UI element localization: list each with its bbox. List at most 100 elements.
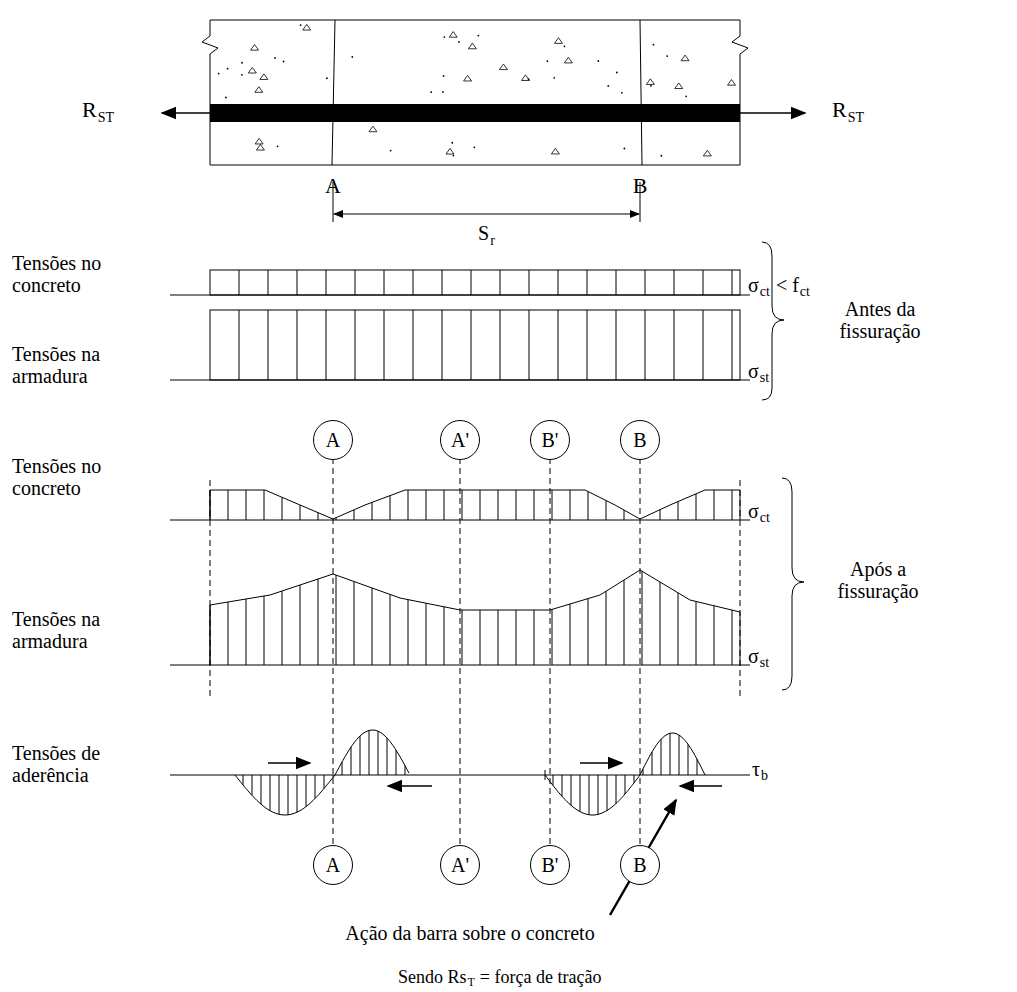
stress-hatch (703, 270, 704, 295)
stress-hatch (616, 310, 617, 380)
stress-hatch (462, 610, 463, 665)
stress-hatch (413, 310, 414, 380)
stress-hatch (670, 733, 671, 775)
stress-hatch (282, 591, 283, 665)
stress-hatch (342, 762, 343, 775)
aggregate (473, 146, 475, 148)
stress-hatch (616, 270, 617, 295)
stress-hatch (598, 775, 599, 814)
label: ct (800, 284, 810, 299)
stress-hatch (616, 775, 617, 804)
aggregate (443, 36, 445, 38)
label: ct (760, 284, 770, 299)
section-circle: A' (440, 420, 480, 460)
aggregate (616, 72, 618, 74)
stress-hatch (408, 600, 409, 665)
label: B (633, 174, 648, 198)
stress-hatch (558, 270, 559, 295)
aggregate (623, 148, 625, 150)
label: S (478, 222, 489, 244)
section-circle: B (620, 420, 660, 460)
aggregate (300, 24, 302, 26)
aggregate (464, 75, 472, 81)
stress-hatch (732, 270, 733, 295)
label: Após a fissuração (818, 558, 938, 602)
aggregate (546, 60, 548, 62)
force-arrow (162, 112, 210, 114)
stress-hatch (442, 270, 443, 295)
aggregate (564, 57, 572, 63)
rebar (210, 104, 740, 122)
label: Ação da barra sobre o concreto (345, 922, 594, 944)
stress-hatch (558, 310, 559, 380)
aggregate (241, 74, 243, 76)
aggregate (255, 138, 263, 144)
stress-hatch (674, 310, 675, 380)
stress-hatch (390, 594, 391, 665)
stress-hatch (442, 310, 443, 380)
aggregate (607, 85, 609, 87)
label: Tensões na armadura (12, 608, 152, 652)
stress-hatch (634, 775, 635, 783)
label: < f (776, 274, 799, 296)
label: R (82, 98, 97, 122)
aggregate (251, 45, 259, 51)
dimension-line (334, 214, 639, 215)
stress-hatch (688, 744, 689, 775)
stress-hatch (588, 599, 589, 665)
aggregate (351, 56, 353, 58)
aggregate (468, 43, 476, 49)
stress-hatch (660, 510, 661, 520)
aggregate (256, 144, 264, 150)
stress-hatch (462, 490, 463, 520)
curve-tick (545, 770, 546, 780)
label: Sendo Rs (398, 968, 467, 988)
stress-hatch (261, 775, 262, 804)
label: T (468, 976, 475, 989)
aggregate (225, 97, 227, 99)
aggregate (303, 24, 311, 30)
stress-hatch (210, 605, 211, 665)
aggregate (451, 142, 453, 144)
stress-hatch (732, 610, 733, 665)
stress-hatch (553, 775, 554, 785)
concrete-stress-profile (210, 490, 740, 520)
stress-hatch (498, 610, 499, 665)
stress-hatch (396, 750, 397, 775)
aggregate (218, 73, 220, 75)
stress-hatch (413, 270, 414, 295)
aggregate (650, 85, 652, 87)
label: st (760, 655, 769, 670)
concrete-member (202, 20, 748, 165)
label: σ (748, 500, 759, 522)
section-name: A' (451, 430, 469, 450)
aggregate (283, 61, 285, 63)
stress-hatch (498, 490, 499, 520)
section-circle: A' (440, 845, 480, 885)
stress-hatch (297, 310, 298, 380)
stress-hatch (246, 490, 247, 520)
stress-hatch (624, 510, 625, 520)
stress-hatch (297, 775, 298, 812)
label: Antes da fissuração (815, 298, 945, 342)
stress-hatch (279, 775, 280, 814)
section-name: A' (451, 855, 469, 875)
aggregate (477, 35, 479, 37)
stress-hatch (390, 496, 391, 520)
stress-hatch (624, 580, 625, 665)
stress-hatch (500, 270, 501, 295)
label: ST (98, 110, 114, 125)
aggregate (675, 83, 683, 89)
aggregate (681, 55, 689, 61)
stress-hatch (264, 490, 265, 520)
stress-hatch (288, 775, 289, 815)
aggregate (521, 75, 529, 81)
stress-hatch (645, 270, 646, 295)
stress-hatch (324, 775, 325, 789)
label: Tensões de aderência (12, 742, 152, 786)
label: Tensões na armadura (12, 343, 152, 387)
stress-hatch (270, 775, 271, 811)
stress-hatch (355, 270, 356, 295)
stress-hatch (355, 310, 356, 380)
aggregate (248, 67, 256, 73)
